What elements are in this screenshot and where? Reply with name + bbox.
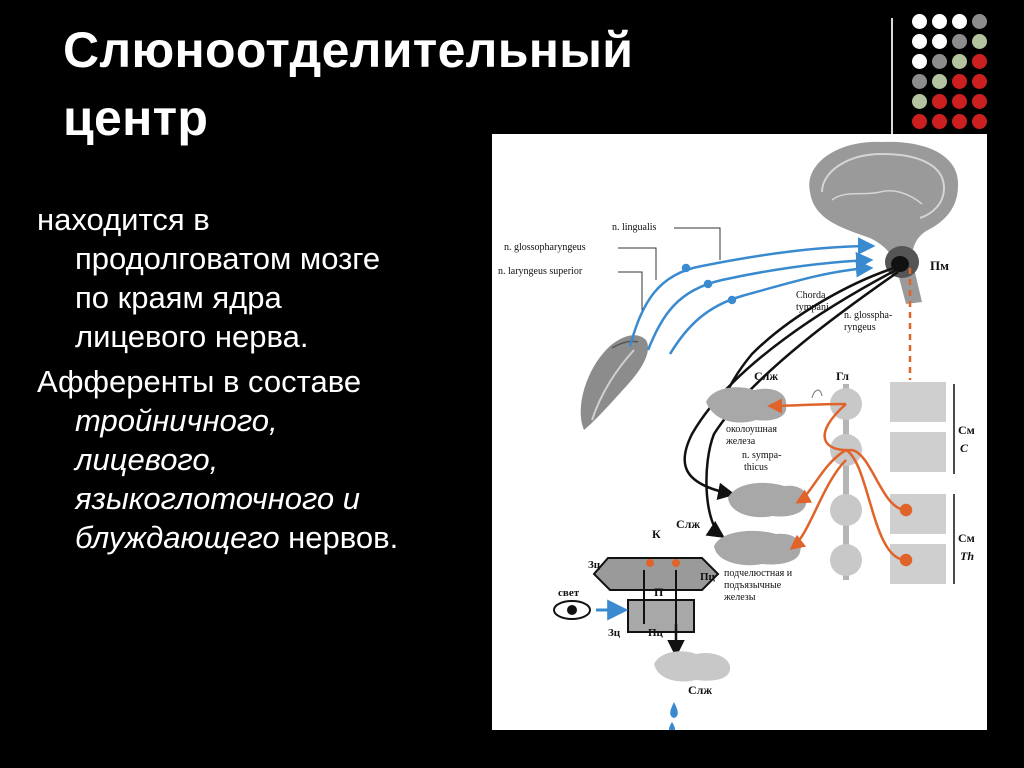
conditioned-reflex-block xyxy=(553,557,720,658)
decor-dot xyxy=(932,54,947,69)
decor-dot xyxy=(972,94,987,109)
decor-dot xyxy=(972,14,987,29)
afferent-fibers xyxy=(628,237,876,355)
decor-divider xyxy=(891,18,893,208)
decor-dot xyxy=(952,34,967,49)
label-sm-2: См xyxy=(958,531,975,545)
label-chorda-1: Chorda xyxy=(796,290,826,301)
diagram-labels: n. lingualis n. glossopharyngeus n. lary… xyxy=(498,222,975,697)
afferents-prefix: Афференты в составе xyxy=(37,364,362,399)
afferents-suffix: нервов. xyxy=(279,520,399,555)
decor-dot xyxy=(932,14,947,29)
decor-dot xyxy=(932,34,947,49)
slide-body: находится в продолговатом мозге по краям… xyxy=(37,200,407,557)
decor-dot xyxy=(972,34,987,49)
label-symp-2: thicus xyxy=(744,462,768,473)
afferents-nerves: тройничного, лицевого, языкоглоточного и… xyxy=(75,403,361,555)
label-okolo-2: железа xyxy=(725,436,756,447)
label-pc-2: Пц xyxy=(648,627,664,639)
label-k: К xyxy=(652,527,661,541)
label-okolo-1: околоушная xyxy=(726,424,777,435)
label-n-glossopharyngeus: n. glossopharyngeus xyxy=(504,242,586,253)
decor-dot xyxy=(952,114,967,129)
label-slzh-bottom: Слж xyxy=(688,683,712,697)
label-slzh-top: Слж xyxy=(754,369,778,383)
label-svet: свет xyxy=(558,587,580,599)
label-th: Th xyxy=(960,549,974,563)
bullet-afferents: Афференты в составе тройничного, лицевог… xyxy=(37,362,407,557)
salivation-diagram: n. lingualis n. glossopharyngeus n. lary… xyxy=(492,134,987,730)
label-podch-2: подъязычные xyxy=(724,580,782,591)
bullet-location: находится в продолговатом мозге по краям… xyxy=(37,200,407,356)
spinal-segments xyxy=(890,382,955,584)
decor-dot xyxy=(972,114,987,129)
label-gl: Гл xyxy=(836,369,849,383)
label-chorda-2: tympani xyxy=(796,302,829,313)
decor-dot xyxy=(932,74,947,89)
label-slzh-mid: Слж xyxy=(676,517,700,531)
tongue-illustration xyxy=(580,335,649,430)
label-zc-1: Зц xyxy=(588,559,601,571)
decor-dot xyxy=(952,54,967,69)
label-n-glosspha-2: ryngeus xyxy=(844,322,876,333)
bullet-location-text: находится в продолговатом мозге по краям… xyxy=(37,202,381,354)
label-n-glosspha-1: n. glosspha- xyxy=(844,310,892,321)
saliva-drops xyxy=(654,651,731,730)
sympathetic-fibers xyxy=(767,268,913,567)
label-zc-2: Зц xyxy=(608,627,621,639)
leader-lines xyxy=(618,227,721,310)
decor-dot xyxy=(912,34,927,49)
label-pc-1: Пц xyxy=(700,571,716,583)
decor-dot xyxy=(952,14,967,29)
label-p: П xyxy=(654,585,664,599)
decor-dot xyxy=(972,54,987,69)
label-sm-1: См xyxy=(958,423,975,437)
decor-dot xyxy=(932,114,947,129)
decor-dot xyxy=(912,74,927,89)
label-podch-1: подчелюстная и xyxy=(724,568,793,579)
brain-illustration xyxy=(809,141,959,304)
decor-dot xyxy=(952,94,967,109)
label-podch-3: железы xyxy=(723,592,756,603)
label-symp-1: n. sympa- xyxy=(742,450,781,461)
decor-dot xyxy=(912,114,927,129)
label-n-lingualis: n. lingualis xyxy=(612,222,657,233)
decor-dot xyxy=(912,54,927,69)
title-line-2: центр xyxy=(63,90,209,146)
title-line-1: Слюноотделительный xyxy=(63,22,634,78)
salivary-glands xyxy=(706,387,823,566)
decor-dot xyxy=(912,94,927,109)
label-n-laryngeus: n. laryngeus superior xyxy=(498,266,583,277)
decor-dot xyxy=(932,94,947,109)
decor-dot xyxy=(912,14,927,29)
diagram-svg: n. lingualis n. glossopharyngeus n. lary… xyxy=(498,141,975,730)
label-pm: Пм xyxy=(930,258,949,273)
label-c: С xyxy=(960,441,969,455)
decor-dot xyxy=(972,74,987,89)
slide-title: Слюноотделительный центр xyxy=(63,16,633,152)
decor-dot xyxy=(952,74,967,89)
